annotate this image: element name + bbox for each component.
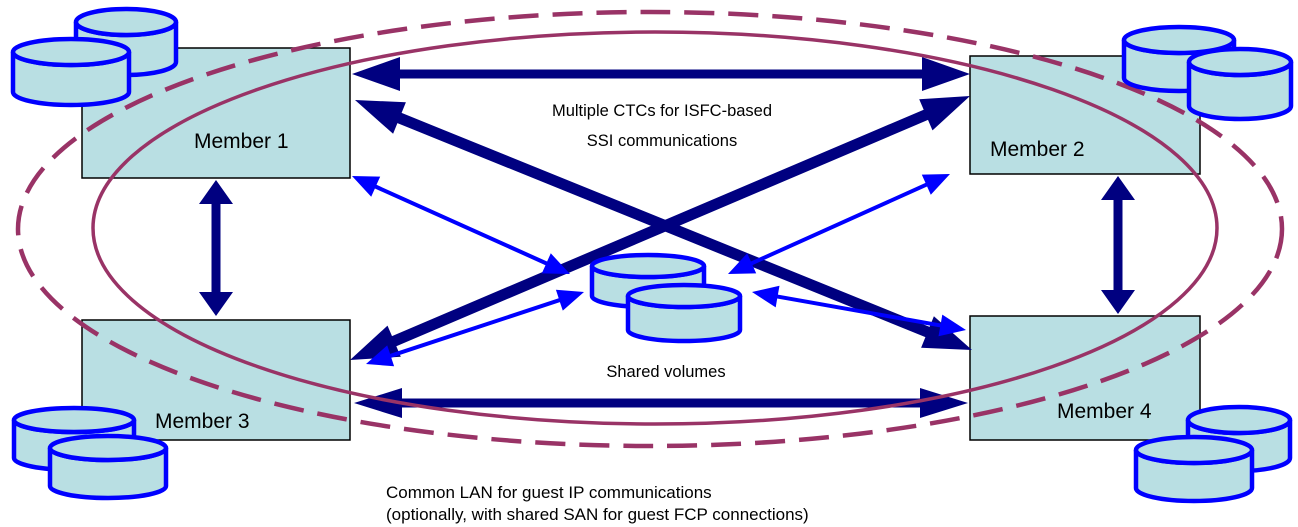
- member-2-label: Member 2: [990, 138, 1085, 161]
- disk-top: [1185, 404, 1293, 436]
- member-4-label: Member 4: [1057, 400, 1152, 423]
- volume-arrow-member4: [752, 285, 966, 337]
- disk-top: [625, 282, 743, 310]
- shared-san-boundary: [15, 9, 1285, 449]
- disk-stack-icon: [47, 433, 169, 501]
- ctc-links: [199, 57, 1135, 418]
- ctc-label-line1: Multiple CTCs for ISFC-based: [552, 102, 772, 120]
- shared-volume-disk-icon: [625, 282, 743, 344]
- volume-arrow-member3: [366, 289, 584, 367]
- ctc-arrow-member2-member4: [1101, 176, 1135, 314]
- common-lan-boundary: [91, 30, 1219, 426]
- disk-top: [11, 405, 137, 435]
- disk-top: [10, 36, 132, 68]
- disk-top: [73, 6, 179, 38]
- disk-top: [589, 252, 707, 280]
- ctc-arrow-member1-member3: [199, 180, 233, 316]
- shared-volumes-label: Shared volumes: [606, 363, 725, 381]
- disk-top: [1133, 434, 1255, 466]
- disk-stack-icon: [1186, 46, 1294, 122]
- disk-top: [1121, 24, 1237, 56]
- ctc-arrow-member1-member2: [352, 57, 970, 91]
- shared-volume-links: [352, 174, 966, 367]
- lan-label-line1: Common LAN for guest IP communications: [386, 483, 712, 502]
- ctc-label-line2: SSI communications: [587, 132, 737, 150]
- volume-arrow-member2: [728, 174, 950, 274]
- disk-stack-icon: [10, 36, 132, 108]
- member-4-box: [969, 315, 1201, 441]
- disk-top: [47, 433, 169, 463]
- member-1-label: Member 1: [194, 130, 289, 153]
- ctc-arrow-member2-member3: [350, 96, 970, 360]
- lan-label-line2: (optionally, with shared SAN for guest F…: [386, 505, 809, 524]
- ctc-arrow-member3-member4: [354, 388, 968, 418]
- disk-stack-icon: [1133, 434, 1255, 504]
- volume-arrow-member1: [352, 176, 570, 274]
- member-3-label: Member 3: [155, 410, 250, 433]
- disk-stacks: [10, 6, 1294, 504]
- disk-top: [1186, 46, 1294, 78]
